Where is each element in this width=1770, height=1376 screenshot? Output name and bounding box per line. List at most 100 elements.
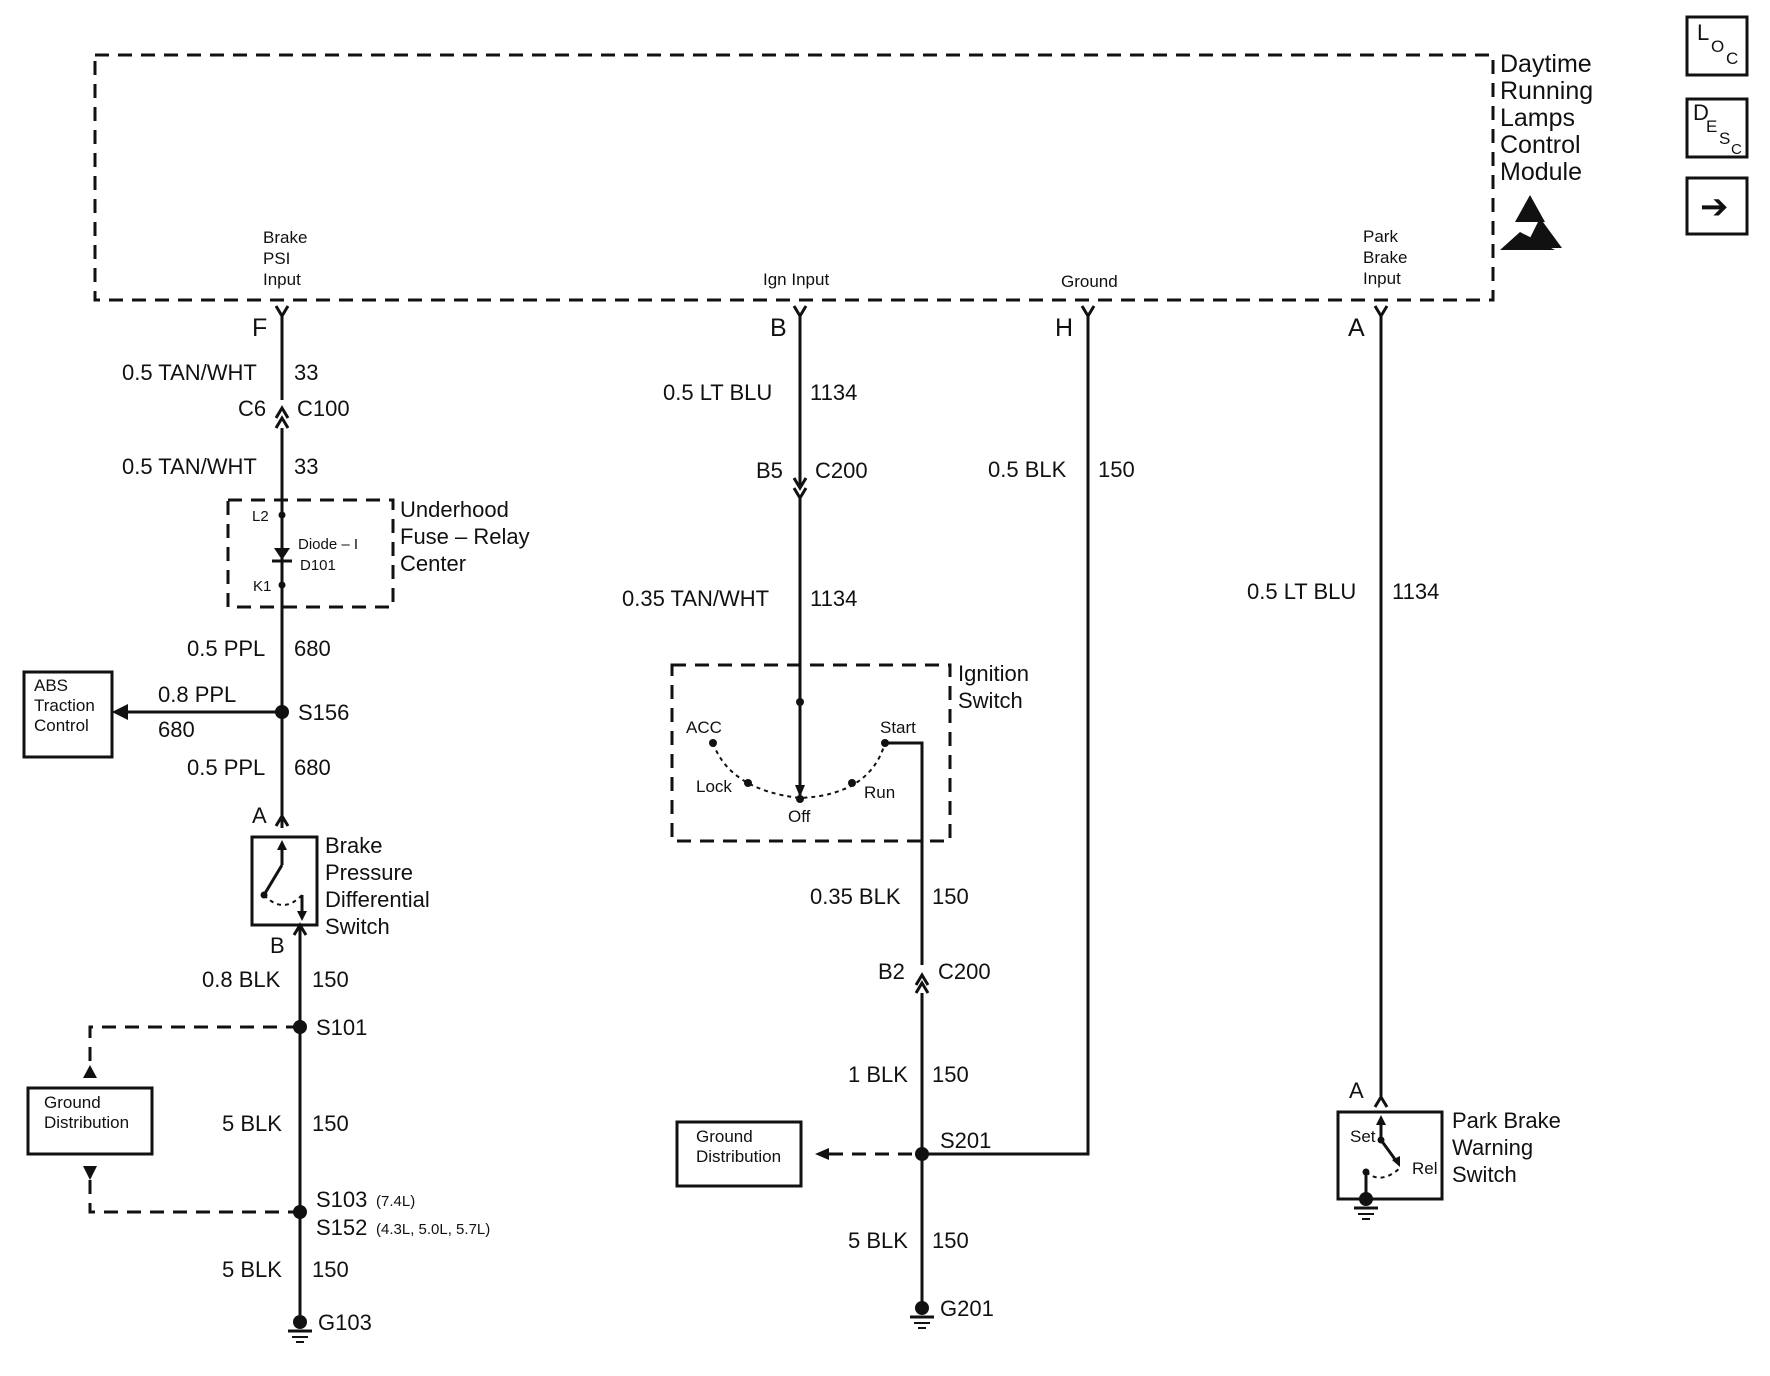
ground-distribution-box: [675, 1120, 803, 1188]
pin-b: B: [770, 314, 787, 342]
location-button[interactable]: L O C: [1685, 15, 1749, 77]
pin-label-park-brake: Park: [1363, 227, 1398, 246]
switch-title: Brake: [325, 833, 382, 858]
circuit-number: 1134: [810, 380, 857, 405]
wire-label: 0.5 TAN/WHT: [122, 454, 257, 479]
pin-f: F: [252, 314, 267, 342]
circuit-number: 1134: [1392, 579, 1439, 604]
next-page-button[interactable]: ➔: [1685, 176, 1749, 236]
park-brake-switch-box: [1336, 1110, 1444, 1201]
ground-icon: [1354, 1192, 1378, 1220]
switch-pin: A: [252, 803, 267, 828]
connector-label: C200: [938, 959, 991, 984]
ground-dist-title: Ground: [44, 1093, 101, 1112]
switch-title: Differential: [325, 887, 430, 912]
drl-module-outline: [93, 53, 1495, 302]
circuit-number: 150: [932, 1228, 969, 1253]
splice-note: (7.4L): [376, 1193, 415, 1210]
terminal-label: L2: [252, 508, 269, 525]
svg-text:D: D: [1693, 100, 1709, 125]
fuse-center-title: Fuse – Relay: [400, 524, 530, 549]
pin-a: A: [1348, 314, 1365, 342]
connector-cavity: C6: [238, 396, 266, 421]
module-title: Daytime Running Lamps Control Module: [1500, 50, 1593, 186]
circuit-number: 33: [294, 360, 318, 385]
diode-icon: [272, 511, 292, 589]
module-title-line: Lamps: [1500, 104, 1575, 132]
arrow-right-icon: ➔: [1700, 188, 1729, 226]
wire-label: 5 BLK: [848, 1228, 908, 1253]
module-title-line: Control: [1500, 131, 1581, 159]
ground-dist-title: Distribution: [44, 1113, 129, 1132]
position-run: Run: [864, 783, 895, 802]
svg-text:C: C: [1731, 141, 1742, 158]
diode-label: Diode – I: [298, 536, 358, 553]
switch-contact-icon: [260, 840, 307, 921]
circuit-number: 680: [158, 717, 195, 742]
wire-label: 1 BLK: [848, 1062, 908, 1087]
pin-label-park-brake: Brake: [1363, 248, 1407, 267]
circuit-number: 150: [312, 1257, 349, 1282]
abs-traction-control-box: [22, 670, 114, 759]
ignition-positions: [709, 739, 889, 803]
switch-title: Warning: [1452, 1135, 1533, 1160]
circuit-number: 150: [932, 1062, 969, 1087]
switch-title: Pressure: [325, 860, 413, 885]
wire-label: 5 BLK: [222, 1111, 282, 1136]
splice-note: (4.3L, 5.0L, 5.7L): [376, 1221, 490, 1238]
connector-label: C100: [297, 396, 350, 421]
diode-label: D101: [300, 557, 336, 574]
switch-pin: B: [270, 933, 285, 958]
module-title-line: Running: [1500, 77, 1593, 105]
svg-text:E: E: [1706, 117, 1717, 136]
pin-connector-icon: [274, 813, 290, 827]
switch-contact-icon: [1362, 1115, 1401, 1199]
circuit-number: 150: [312, 1111, 349, 1136]
circuit-number: 680: [294, 636, 331, 661]
splice-label: S201: [940, 1128, 991, 1153]
pin-label-park-brake: Input: [1363, 269, 1401, 288]
svg-text:O: O: [1711, 37, 1724, 56]
connector-label: C200: [815, 458, 868, 483]
pin-label-ign-input: Ign Input: [763, 270, 829, 289]
abs-title: Control: [34, 716, 89, 735]
ignition-title: Ignition: [958, 661, 1029, 686]
wire-label: 0.8 PPL: [158, 682, 236, 707]
switch-pivot: [796, 698, 804, 706]
fuse-center-title: Underhood: [400, 497, 509, 522]
circuit-number: 1134: [810, 586, 857, 611]
svg-text:C: C: [1726, 49, 1738, 68]
arrow-down-icon: [83, 1166, 97, 1180]
position-off: Off: [788, 807, 811, 826]
arrow-left-icon: [112, 704, 128, 720]
esd-warning-icon: [1500, 195, 1562, 250]
wire-label: 0.5 PPL: [187, 755, 265, 780]
ground-dist-link: [88, 1180, 300, 1214]
pin-label-brake-psi: Brake: [263, 228, 307, 247]
underhood-fuse-relay-center: [226, 498, 395, 609]
pin-label-brake-psi: PSI: [263, 249, 290, 268]
wire-label: 5 BLK: [222, 1257, 282, 1282]
circuit-number: 150: [932, 884, 969, 909]
wire-label: 0.5 LT BLU: [663, 380, 772, 405]
svg-text:S: S: [1719, 129, 1730, 148]
position-set: Set: [1350, 1127, 1376, 1146]
wire-label: 0.35 BLK: [810, 884, 901, 909]
circuit-number: 680: [294, 755, 331, 780]
position-start: Start: [880, 718, 916, 737]
splice-label: S101: [316, 1015, 367, 1040]
pin-label-ground: Ground: [1061, 272, 1118, 291]
brake-pressure-switch-box: [250, 835, 319, 927]
splice-dot: [275, 705, 289, 719]
pin-connector-icon: [1373, 1094, 1389, 1108]
description-button[interactable]: D E S C: [1685, 97, 1749, 159]
ground-dist-link: [88, 1025, 300, 1063]
switch-title: Switch: [1452, 1162, 1517, 1187]
pin-label-brake-psi: Input: [263, 270, 301, 289]
abs-title: Traction: [34, 696, 95, 715]
wire-label: 0.5 BLK: [988, 457, 1067, 482]
circuit-number: 33: [294, 454, 318, 479]
pin-connector-icon: [274, 305, 1389, 319]
connector-cavity: B5: [756, 458, 783, 483]
